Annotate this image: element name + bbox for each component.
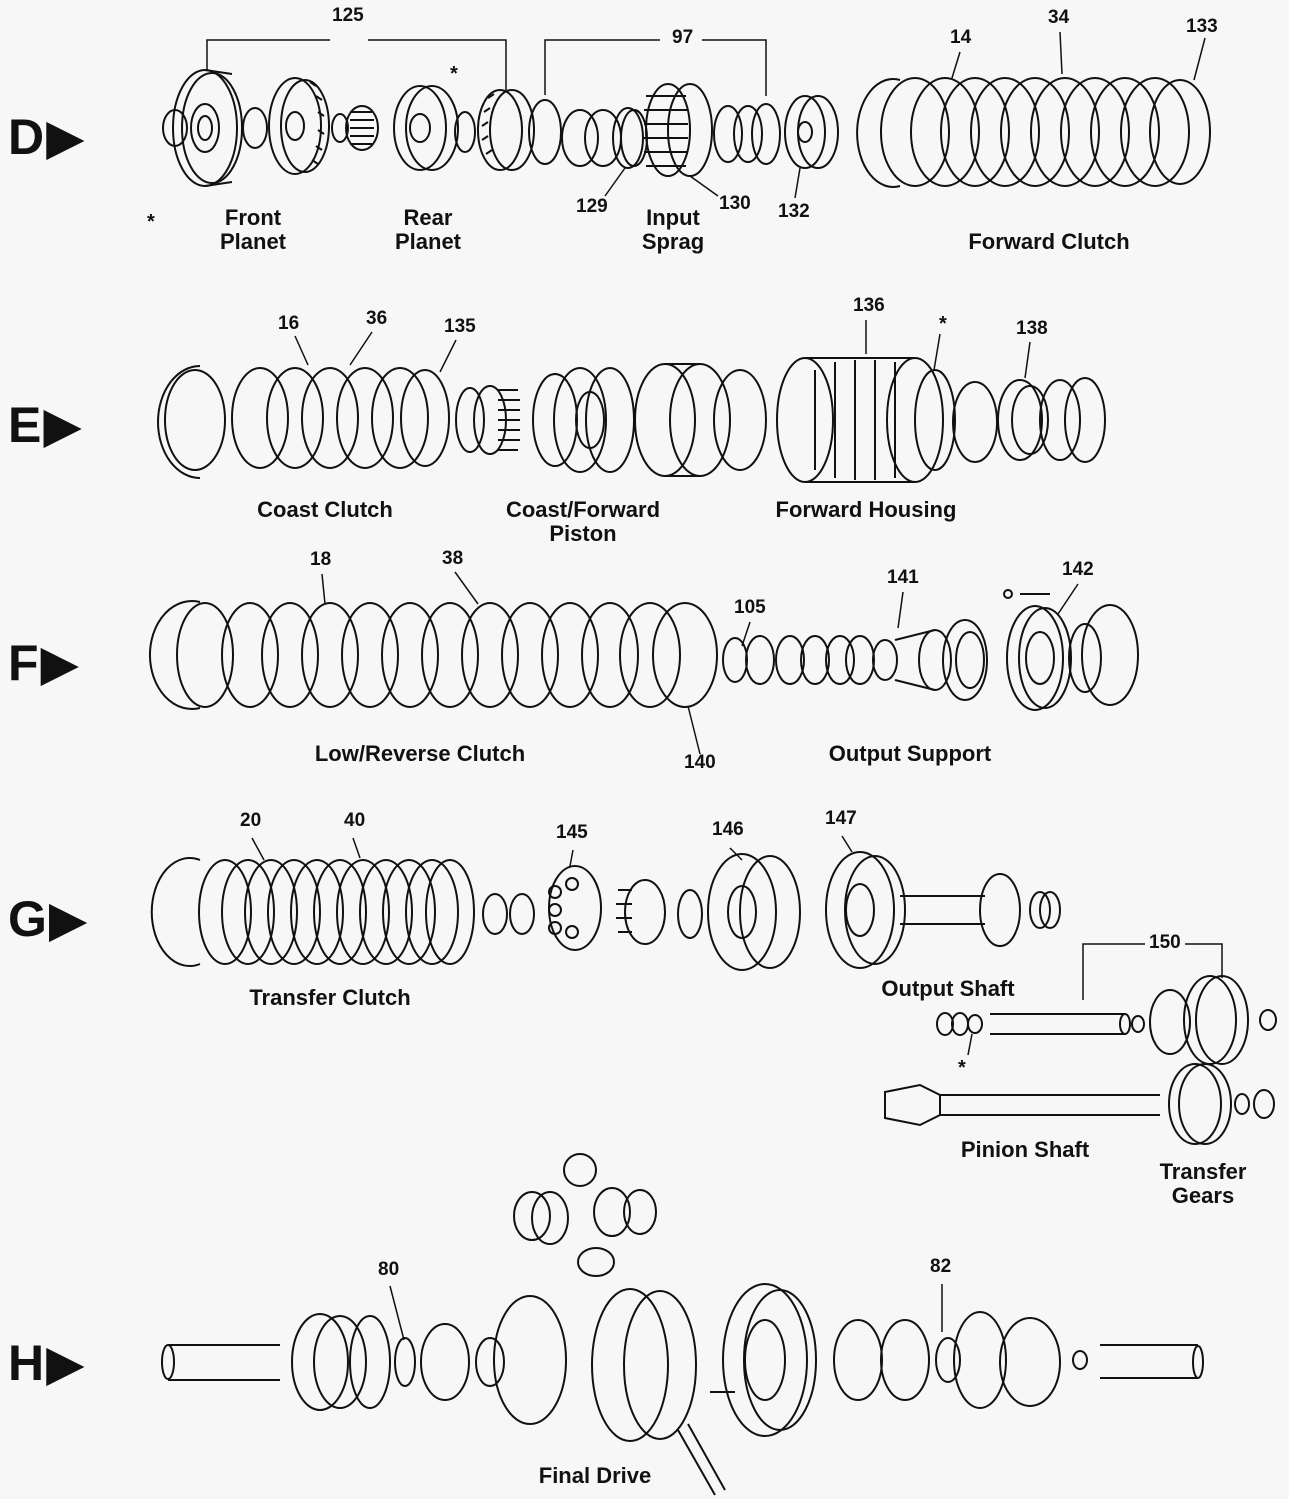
callout-147: 147 — [825, 808, 857, 829]
callout-133: 133 — [1186, 16, 1218, 37]
callout-138: 138 — [1016, 318, 1048, 339]
callout-80: 80 — [378, 1259, 400, 1280]
label-coast-clutch: Coast Clutch — [257, 497, 393, 522]
callout-141: 141 — [887, 567, 919, 588]
callout-40: 40 — [344, 810, 366, 831]
callout-130: 130 — [719, 193, 751, 214]
label-transfer-clutch: Transfer Clutch — [249, 985, 411, 1010]
callout-34: 34 — [1048, 7, 1070, 28]
leader-lines-row-f — [321, 571, 1079, 755]
coast-clutch-drawing — [157, 365, 520, 479]
asterisk-front-planet: * — [147, 211, 155, 233]
callout-136: 136 — [853, 295, 885, 316]
callout-38: 38 — [442, 548, 464, 569]
callout-125: 125 — [332, 5, 364, 26]
callout-97: 97 — [672, 27, 694, 48]
label-final-drive: Final Drive — [538, 1463, 652, 1488]
forward-clutch-drawing — [856, 77, 1211, 188]
label-pinion-shaft: Pinion Shaft — [960, 1137, 1090, 1162]
asterisk-countershaft: * — [958, 1057, 966, 1079]
callout-145: 145 — [556, 822, 588, 843]
asterisk-rear-planet: * — [450, 63, 458, 85]
leader-lines-row-g — [251, 835, 1223, 1056]
callout-146: 146 — [712, 819, 744, 840]
pinion-shaft-drawing — [884, 1063, 1275, 1145]
label-output-support: Output Support — [828, 741, 992, 766]
input-sprag-drawing — [528, 83, 839, 177]
label-output-shaft: Output Shaft — [881, 976, 1015, 1001]
row-label-h: H▶ — [8, 1335, 87, 1391]
label-forward-housing: Forward Housing — [775, 497, 957, 522]
transfer-clutch-drawing — [150, 857, 475, 967]
callout-140: 140 — [684, 752, 716, 773]
callout-18: 18 — [310, 549, 332, 570]
callout-135: 135 — [444, 316, 476, 337]
callout-82: 82 — [930, 1256, 952, 1277]
callout-14: 14 — [950, 27, 972, 48]
front-planet-drawing — [162, 69, 330, 187]
label-low-reverse-clutch: Low/Reverse Clutch — [314, 741, 526, 766]
callout-105: 105 — [734, 597, 766, 618]
leader-lines-row-d — [206, 31, 1206, 199]
label-forward-clutch: Forward Clutch — [968, 229, 1130, 254]
forward-housing-drawing — [776, 357, 1106, 483]
transfer-components-drawing — [482, 851, 1061, 971]
differential-gears-drawing — [513, 1153, 657, 1277]
callout-132: 132 — [778, 201, 810, 222]
callout-20: 20 — [240, 810, 262, 831]
row-label-e: E▶ — [8, 397, 84, 453]
callout-129: 129 — [576, 196, 608, 217]
row-label-f: F▶ — [8, 635, 81, 691]
callout-150: 150 — [1149, 932, 1181, 953]
low-reverse-clutch-drawing — [148, 600, 718, 710]
leader-lines-row-h — [389, 1284, 943, 1341]
leader-lines-row-e — [294, 320, 1031, 379]
callout-142: 142 — [1062, 559, 1094, 580]
callout-36: 36 — [366, 308, 388, 329]
row-label-d: D▶ — [8, 109, 87, 165]
coast-forward-piston-drawing — [532, 363, 767, 477]
callout-16: 16 — [278, 313, 300, 334]
output-support-drawing — [722, 589, 1139, 711]
rear-planet-drawing — [331, 85, 535, 171]
asterisk-forward-housing: * — [939, 313, 947, 335]
row-label-g: G▶ — [8, 891, 90, 947]
final-drive-drawing — [161, 1283, 1204, 1496]
